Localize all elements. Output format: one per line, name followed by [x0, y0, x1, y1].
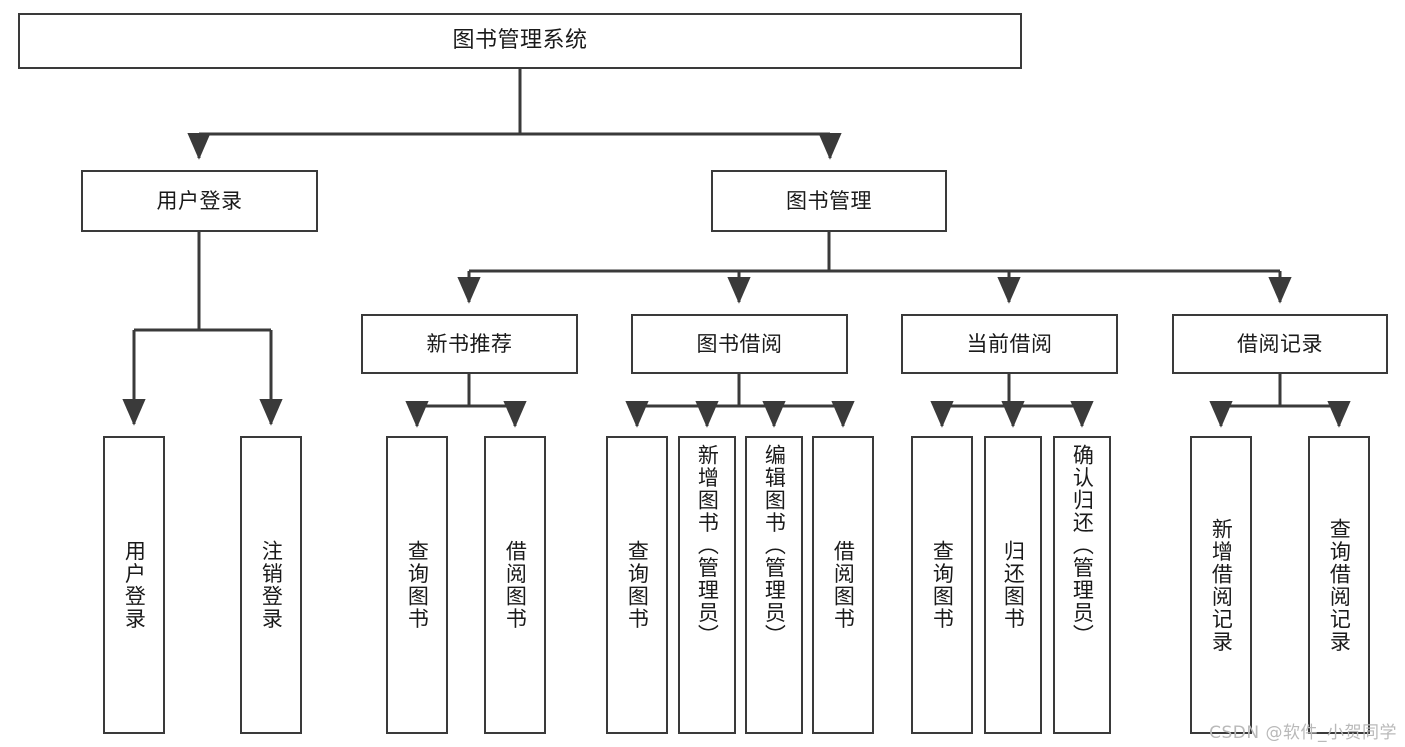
- node-leaf-borrow-book-2[interactable]: 借阅图书: [812, 436, 874, 734]
- node-leaf-user-login-label: 用户登录: [122, 540, 147, 630]
- node-current-borrow-label: 当前借阅: [966, 331, 1053, 356]
- edge-new-book-to-leaves: [405, 374, 527, 428]
- node-leaf-borrow-book-1[interactable]: 借阅图书: [484, 436, 546, 734]
- node-leaf-return-book[interactable]: 归还图书: [984, 436, 1042, 734]
- node-leaf-user-login[interactable]: 用户登录: [103, 436, 165, 734]
- node-leaf-borrow-book-1-label: 借阅图书: [503, 540, 528, 630]
- node-leaf-query-book-3[interactable]: 查询图书: [911, 436, 973, 734]
- node-leaf-query-record-label: 查询借阅记录: [1327, 517, 1352, 653]
- node-leaf-add-book-label: 新增图书（管理员）: [695, 444, 720, 647]
- node-new-book-recommend[interactable]: 新书推荐: [361, 314, 578, 374]
- node-book-borrow-label: 图书借阅: [696, 331, 783, 356]
- edge-book-manage-to-level3: [457, 232, 1292, 304]
- node-user-login-label: 用户登录: [156, 188, 243, 213]
- node-new-book-recommend-label: 新书推荐: [426, 331, 513, 356]
- edge-current-borrow-to-leaves: [930, 374, 1094, 428]
- node-leaf-confirm-return-label: 确认归还（管理员）: [1070, 444, 1095, 647]
- node-borrow-record[interactable]: 借阅记录: [1172, 314, 1388, 374]
- node-current-borrow[interactable]: 当前借阅: [901, 314, 1118, 374]
- node-root[interactable]: 图书管理系统: [18, 13, 1022, 69]
- node-book-manage-label: 图书管理: [786, 188, 872, 213]
- node-leaf-add-record[interactable]: 新增借阅记录: [1190, 436, 1252, 734]
- edge-user-login-to-leaves: [122, 232, 283, 426]
- node-leaf-return-book-label: 归还图书: [1001, 540, 1026, 630]
- node-user-login[interactable]: 用户登录: [81, 170, 318, 232]
- node-leaf-add-book[interactable]: 新增图书（管理员）: [678, 436, 736, 734]
- csdn-watermark: CSDN @软件_小贺同学: [1209, 723, 1397, 743]
- node-leaf-add-record-label: 新增借阅记录: [1209, 517, 1234, 653]
- node-leaf-edit-book-label: 编辑图书（管理员）: [762, 444, 787, 647]
- node-borrow-record-label: 借阅记录: [1237, 331, 1323, 356]
- edge-borrow-record-to-leaves: [1209, 374, 1351, 428]
- edge-root-to-level2: [187, 69, 842, 160]
- node-leaf-query-record[interactable]: 查询借阅记录: [1308, 436, 1370, 734]
- node-leaf-query-book-2[interactable]: 查询图书: [606, 436, 668, 734]
- node-book-borrow[interactable]: 图书借阅: [631, 314, 848, 374]
- node-leaf-confirm-return[interactable]: 确认归还（管理员）: [1053, 436, 1111, 734]
- node-root-label: 图书管理系统: [452, 28, 588, 53]
- node-leaf-edit-book[interactable]: 编辑图书（管理员）: [745, 436, 803, 734]
- node-leaf-query-book-1-label: 查询图书: [405, 540, 430, 630]
- node-leaf-query-book-2-label: 查询图书: [625, 540, 650, 630]
- edge-book-borrow-to-leaves: [625, 374, 855, 428]
- node-leaf-query-book-3-label: 查询图书: [930, 540, 955, 630]
- node-leaf-query-book-1[interactable]: 查询图书: [386, 436, 448, 734]
- node-book-manage[interactable]: 图书管理: [711, 170, 947, 232]
- node-leaf-borrow-book-2-label: 借阅图书: [831, 540, 856, 630]
- node-leaf-user-logout-label: 注销登录: [259, 540, 284, 630]
- node-leaf-user-logout[interactable]: 注销登录: [240, 436, 302, 734]
